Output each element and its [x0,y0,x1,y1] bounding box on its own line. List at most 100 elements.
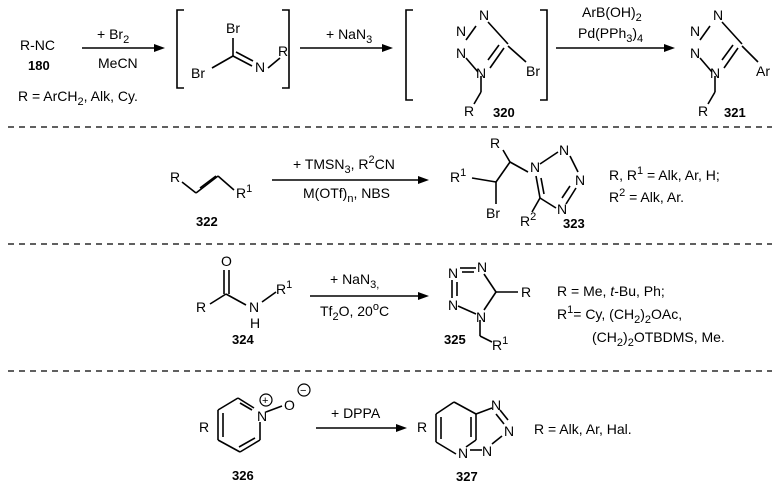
tetrazole-321-n4: N [710,65,720,81]
tetrazole-325-n2: N [448,265,458,281]
tetrazole-321-n2: N [690,23,700,39]
product-321-ar: Ar [756,63,770,79]
tetrazole-320-n2: N [456,23,466,39]
product-320-r: R [464,103,474,119]
compound-number-326: 326 [232,468,254,483]
negative-charge-icon [297,383,311,397]
start-isocyanide: R-NC [20,37,55,53]
reagent-br2: + Br2 [97,26,129,46]
product-325-r: R [521,284,531,300]
tetrazole-327-n4: N [458,445,468,461]
product-321-r: R [698,103,708,119]
intermediate-n: N [255,59,265,75]
tetrazole-320-n4: N [476,65,486,81]
product-325-r1: R1 [492,335,508,353]
product-327-r: R [417,419,427,435]
arrow-3 [556,44,675,52]
reagent-nan3-2: + NaN3, [330,271,379,291]
compound-number-322: 322 [196,214,218,229]
scheme-3: O R N H R1 324 + NaN3, Tf2O, 20oC N N N … [196,253,725,353]
arrow-6 [316,424,407,432]
tetrazole-323-n4: N [557,201,567,217]
pyridine-n-oxide-bonds [217,397,283,453]
reagent-tmsn3: + TMSN3, R2CN [293,154,395,176]
tetrazole-325-n3: N [448,297,458,313]
product-323-r: R [490,135,500,151]
tetrazole-323-n1: N [530,159,540,175]
tetrazole-321-n1: N [713,7,723,23]
product-320-br: Br [526,63,540,79]
tetrazole-320-bonds [465,21,527,105]
reagent-arboronic: ArB(OH)2 [582,4,642,24]
product-323-r2: R2 [520,211,536,229]
tetrazole-327-n1: N [491,397,501,413]
compound-number-321: 321 [724,105,746,120]
scheme-1: R-NC 180 R = ArCH2, Alk, Cy. + Br2 MeCN … [18,4,770,120]
reagent-nan3-1: + NaN3 [326,26,372,46]
reagent-dppa: + DPPA [331,405,381,421]
amide-r1: R1 [276,279,292,297]
scheme3-condition-1: R = Me, t-Bu, Ph; [557,283,665,299]
amide-n: N [249,299,259,315]
alkene-r1: R1 [236,183,252,201]
compound-number-320: 320 [493,105,515,120]
intermediate-br-top: Br [226,20,240,36]
positive-charge-sign: + [262,395,268,407]
compound-number-323: 323 [563,216,585,231]
reagent-motf-nbs: M(OTf)n, NBS [303,185,390,205]
tetrazole-325-n1: N [477,259,487,275]
scheme3-condition-2: R1= Cy, (CH2)2OAc, [557,304,682,326]
product-323-chain [471,149,529,204]
tetrazolopyridine-bonds [435,401,509,455]
scheme4-condition: R = Alk, Ar, Hal. [534,421,632,437]
amide-o: O [221,253,232,269]
bracket-right-2 [540,9,548,101]
scheme2-condition-1: R, R1 = Alk, Ar, H; [609,165,720,183]
pyridine-r: R [199,419,209,435]
product-323-br: Br [486,205,500,221]
tetrazole-323-n2: N [559,142,569,158]
amide-324-bonds [209,270,277,306]
scheme2-condition-2: R2 = Alk, Ar. [609,187,684,205]
tetrazole-323-n3: N [575,172,585,188]
arrow-2 [300,44,393,52]
intermediate-br-left: Br [191,65,205,81]
alkene-322-bonds [181,175,235,194]
positive-charge-icon [259,393,273,407]
scheme-2: R R1 322 + TMSN3, R2CN M(OTf)n, NBS R [170,135,720,231]
scheme3-condition-3: (CH2)2OTBDMS, Me. [592,329,725,349]
tetrazole-321-n3: N [690,45,700,61]
compound-number-180: 180 [28,58,50,73]
tetrazole-320-n1: N [479,7,489,23]
tetrazole-325-n4: N [476,309,486,325]
tetrazole-321-bonds [699,21,759,105]
reagent-pd-catalyst: Pd(PPh3)4 [578,25,643,45]
tetrazole-325-bonds [451,267,518,343]
intermediate-r: R [278,43,288,59]
pyridine-n: N [257,408,267,424]
reagent-tf2o: Tf2O, 20oC [320,301,389,323]
arrow-5 [310,292,429,300]
negative-charge-sign: − [300,385,306,397]
compound-number-325: 325 [444,332,466,347]
pyridine-oxide-o: O [284,397,295,413]
tetrazole-327-n2: N [504,423,514,439]
arrow-4 [272,176,429,184]
r-definition: R = ArCH2, Alk, Cy. [18,88,138,108]
imidoyl-bonds [211,38,281,69]
reagent-mecn: MeCN [98,55,138,71]
compound-number-327: 327 [456,469,478,484]
bracket-left-1 [176,9,184,89]
tetrazole-327-n3: N [482,443,492,459]
tetrazole-320-n3: N [456,45,466,61]
compound-number-324: 324 [232,332,254,347]
scheme-4: R N O + − 326 + DPPA R N [199,383,632,484]
alkene-r: R [170,169,180,185]
bracket-left-2 [405,9,413,101]
bracket-right-1 [282,9,290,89]
product-323-r1: R1 [450,167,466,185]
amide-h: H [250,315,260,331]
arrow-1 [82,44,165,52]
amide-r: R [196,299,206,315]
